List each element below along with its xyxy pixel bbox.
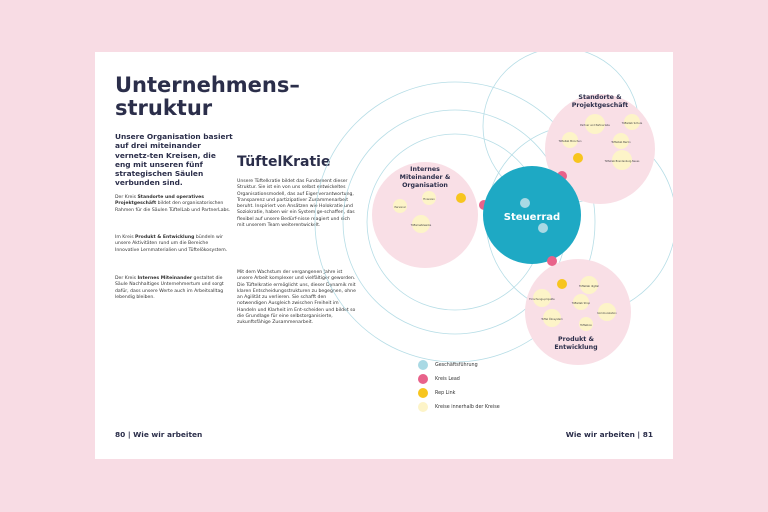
- legend-dot: [418, 402, 428, 412]
- book-spread: Unternehmens– struktur Unsere Organisati…: [95, 52, 673, 459]
- sub-circle: [533, 289, 551, 307]
- legend-dot: [418, 360, 428, 370]
- rep-link-dot: [557, 279, 567, 289]
- sub-circle: [543, 309, 561, 327]
- item-tueftelnetzwerke: Tüftelnetzwerke: [411, 223, 432, 227]
- sub-circle: [598, 303, 616, 321]
- rep-link-dot: [456, 193, 466, 203]
- circle-internes-line2: Miteinander &: [400, 174, 451, 181]
- sub-circle: [585, 114, 605, 134]
- legend-geschaeftsfuehrung: Geschäftsführung: [418, 360, 478, 370]
- item-digital: Tüftellab digital: [579, 284, 599, 288]
- paragraph-standorte: Der Kreis Standorte und operatives Proje…: [115, 195, 231, 213]
- sub-circle: [613, 133, 629, 149]
- item-personal: Personal: [394, 205, 405, 209]
- item-finanzen: Finanzen: [423, 197, 435, 201]
- legend-dot: [418, 388, 428, 398]
- item-berlin: Tüftellab Berlin: [611, 140, 631, 144]
- circle-internes: [372, 162, 478, 268]
- item-shop: Tüftellab Shop: [572, 301, 591, 305]
- sub-circle: [412, 215, 430, 233]
- page-title: Unternehmens– struktur: [115, 73, 300, 120]
- legend-dot: [418, 374, 428, 384]
- sub-circle: [612, 150, 632, 170]
- kreis-lead-dot: [547, 256, 557, 266]
- item-partner: Partner und Partnerlabs: [580, 123, 610, 127]
- item-brandenburg: Tüftellab Brandenburg-Neuss: [605, 160, 640, 163]
- sub-circle: [422, 191, 436, 205]
- footer-right: Wie wir arbeiten | 81: [565, 430, 653, 439]
- circle-standorte-line1: Standorte &: [578, 94, 622, 101]
- footer-left: 80 | Wie wir arbeiten: [115, 430, 203, 439]
- item-tueftelbox: Tüftelbox: [580, 323, 592, 327]
- organization-diagram: Internes Miteinander & Organisation Fina…: [314, 52, 673, 365]
- paragraph-internes: Der Kreis Internes Miteinander gestaltet…: [115, 276, 224, 300]
- legend-rep-link: Rep Link: [418, 388, 455, 398]
- item-forschung: Forschungs-projekte: [529, 297, 555, 301]
- circle-standorte-line2: Projektgeschäft: [572, 102, 628, 109]
- item-oekosystem: Tüftel Ökosystem: [541, 316, 563, 321]
- legend-kreis-lead: Kreis Lead: [418, 374, 460, 384]
- sub-circle: [579, 317, 593, 331]
- sub-circle: [624, 114, 640, 130]
- paragraph-produkt: Im Kreis Produkt & Entwicklung bündeln w…: [115, 235, 228, 253]
- circle-steuerrad-label: Steuerrad: [504, 212, 560, 223]
- sub-circle: [562, 132, 578, 148]
- circle-produkt-line2: Entwicklung: [554, 344, 597, 351]
- lead-paragraph: Unsere Organisation basiert auf drei mit…: [115, 132, 233, 188]
- rep-link-dot: [573, 153, 583, 163]
- sub-circle: [580, 276, 598, 294]
- sub-circle: [393, 199, 407, 213]
- geschaeftsfuehrung-dot: [520, 198, 530, 208]
- legend-kreise: Kreise innerhalb der Kreise: [418, 402, 500, 412]
- item-kommunikation: Kommunikation: [597, 311, 617, 315]
- circle-produkt-line1: Produkt &: [558, 336, 594, 343]
- circle-internes-line1: Internes: [410, 166, 440, 173]
- circle-produkt: [525, 259, 631, 365]
- circle-steuerrad: [483, 166, 581, 264]
- tueftelkratie-heading: TüftelKratie: [237, 154, 331, 170]
- geschaeftsfuehrung-dot: [538, 223, 548, 233]
- item-muenchen: Tüftellab München: [559, 139, 582, 143]
- tueftelkratie-paragraph-1: Unsere Tüftelkratie bildet das Fundament…: [237, 179, 355, 229]
- orbit-ring: [314, 81, 596, 363]
- item-schule: Tüftellab Schule: [622, 121, 643, 125]
- sub-circle: [573, 294, 589, 310]
- circle-internes-line3: Organisation: [402, 182, 448, 189]
- tueftelkratie-paragraph-2: Mit dem Wachstum der vergangenen Jahre i…: [237, 270, 356, 326]
